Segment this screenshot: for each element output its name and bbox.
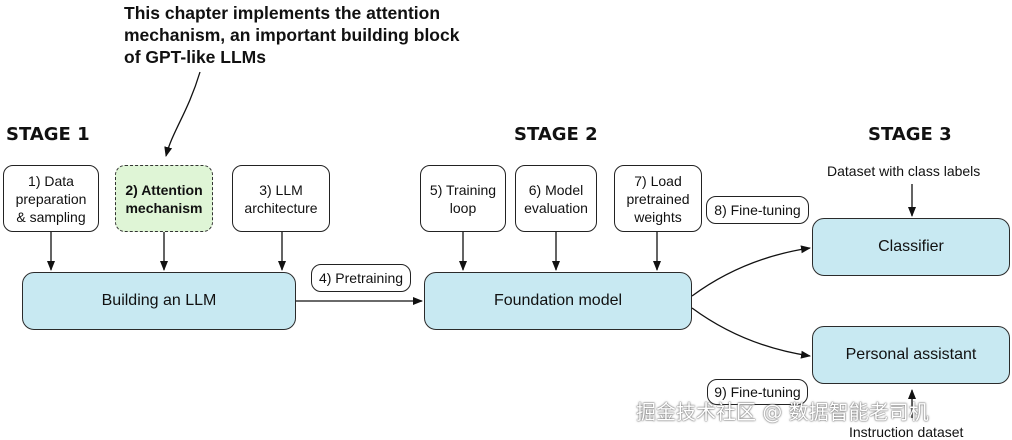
watermark-text: 掘金技术社区 @ 数据智能老司机 (636, 400, 929, 424)
stage-3-heading: STAGE 3 (868, 124, 952, 145)
callout-text: This chapter implements the attention me… (124, 3, 460, 67)
foundation-model-label: Foundation model (493, 292, 623, 309)
step-3-label: 3) LLM architecture (244, 181, 318, 216)
building-an-llm-label: Building an LLM (101, 292, 217, 309)
step-8-label: 8) Fine-tuning (714, 202, 801, 218)
step-2-label: 2) Attention mechanism (125, 181, 203, 216)
foundation-model-node: Foundation model (424, 272, 692, 330)
classifier-label: Classifier (878, 238, 944, 255)
personal-assistant-node: Personal assistant (812, 326, 1010, 384)
step-7-box: 7) Load pretrained weights (614, 165, 702, 232)
step-4-box: 4) Pretraining (311, 264, 411, 292)
arrow-foundation-to-assistant (691, 307, 811, 359)
instruction-dataset-label: Instruction dataset (849, 424, 964, 440)
class-dataset-label: Dataset with class labels (827, 163, 981, 179)
step-6-box: 6) Model evaluation (515, 165, 597, 232)
step-9-label: 9) Fine-tuning (714, 384, 801, 400)
step-3-box: 3) LLM architecture (232, 165, 330, 232)
step-8-box: 8) Fine-tuning (706, 196, 809, 224)
arrow-foundation-to-classifier (691, 245, 811, 297)
step-1-label: 1) Data preparation & sampling (15, 172, 87, 225)
step-9-box: 9) Fine-tuning (707, 379, 808, 405)
step-7-label: 7) Load pretrained weights (626, 172, 690, 225)
callout-arrow (164, 71, 201, 157)
classifier-node: Classifier (812, 218, 1010, 276)
building-an-llm-node: Building an LLM (22, 272, 296, 330)
step-5-box: 5) Training loop (420, 165, 506, 232)
stage-1-heading: STAGE 1 (6, 124, 90, 145)
personal-assistant-label: Personal assistant (845, 346, 977, 363)
step-1-box: 1) Data preparation & sampling (3, 165, 99, 232)
stage-2-heading: STAGE 2 (514, 124, 598, 145)
step-6-label: 6) Model evaluation (524, 181, 588, 216)
step-5-label: 5) Training loop (429, 181, 497, 216)
step-2-box: 2) Attention mechanism (115, 165, 213, 232)
step-4-label: 4) Pretraining (318, 270, 404, 286)
